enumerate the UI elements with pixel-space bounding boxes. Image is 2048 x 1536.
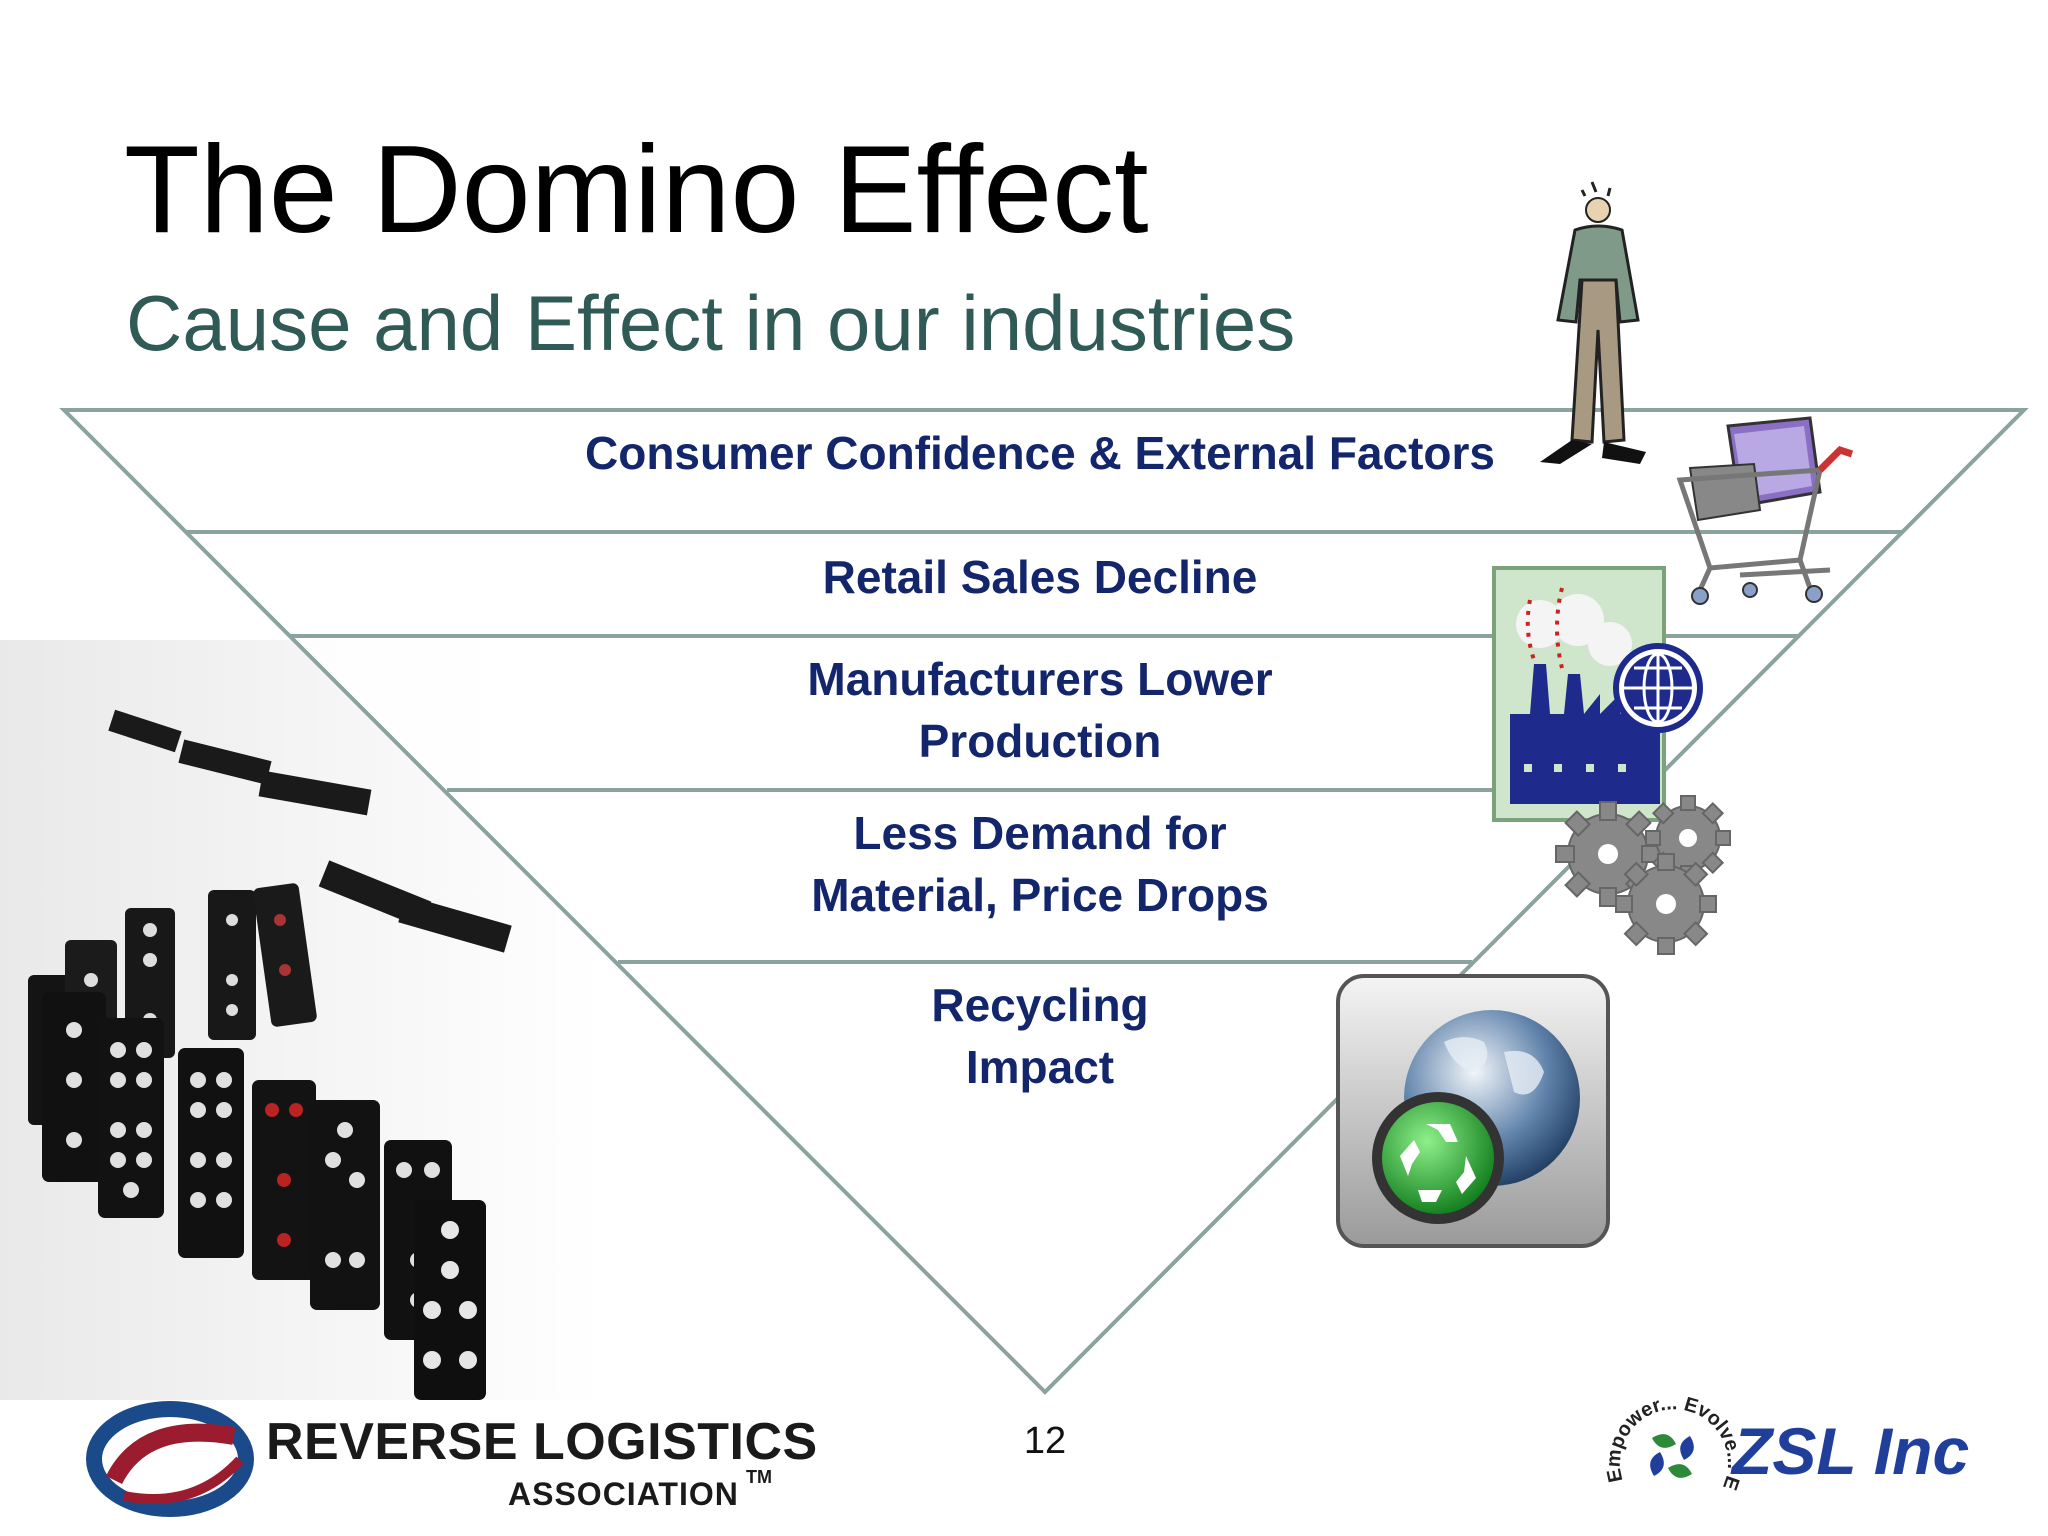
tier-label-line-1: Less Demand for bbox=[853, 807, 1227, 859]
svg-text:Empower... Evolve... Emerge...: Empower... Evolve... Emerge... bbox=[1604, 1378, 1740, 1493]
domino bbox=[253, 883, 317, 1027]
page-number: 12 bbox=[1023, 1420, 1067, 1462]
domino bbox=[98, 1018, 164, 1218]
tier-label-line-1: Manufacturers Lower bbox=[807, 653, 1273, 705]
tier-manufacturers: Manufacturers Lower Production bbox=[560, 648, 1520, 772]
shopping-cart-computer-icon bbox=[1676, 416, 1854, 605]
tier-label-line-2: Material, Price Drops bbox=[811, 869, 1269, 921]
recycling-globe-icon bbox=[1336, 974, 1610, 1248]
zsl-logo-name: ZSL Inc bbox=[1732, 1414, 1970, 1488]
worried-man-icon bbox=[1540, 181, 1646, 464]
tier-label-line-1: Recycling bbox=[931, 979, 1149, 1031]
tier-label-line-2: Production bbox=[918, 715, 1162, 767]
tier-consumer-confidence: Consumer Confidence & External Factors bbox=[560, 422, 1520, 484]
domino bbox=[310, 1100, 380, 1310]
slide-subtitle: Cause and Effect in our industries bbox=[126, 279, 1296, 367]
gears-icon bbox=[1555, 795, 1731, 955]
domino bbox=[42, 992, 106, 1182]
tier-retail-sales: Retail Sales Decline bbox=[560, 546, 1520, 608]
domino bbox=[178, 1048, 244, 1258]
rla-logo-name: REVERSE LOGISTICS bbox=[266, 1413, 818, 1471]
tier-label-line-2: Impact bbox=[965, 1041, 1115, 1093]
domino bbox=[252, 1080, 316, 1280]
tier-less-demand: Less Demand for Material, Price Drops bbox=[560, 802, 1520, 926]
slide-title: The Domino Effect bbox=[124, 121, 1149, 259]
tier-recycling: Recycling Impact bbox=[560, 974, 1520, 1098]
rla-swoosh-logo bbox=[86, 1401, 254, 1517]
zsl-tagline: Empower... Evolve... Emerge... bbox=[1604, 1378, 1740, 1493]
zsl-tagline-ring: Empower... Evolve... Emerge... bbox=[1604, 1378, 1740, 1493]
tier-label: Retail Sales Decline bbox=[822, 551, 1258, 603]
domino bbox=[414, 1200, 486, 1400]
tier-label: Consumer Confidence & External Factors bbox=[585, 427, 1495, 479]
factory-globe-icon bbox=[1492, 566, 1703, 822]
rla-logo-association: ASSOCIATION bbox=[508, 1476, 739, 1512]
rla-logo-trademark: TM bbox=[746, 1467, 772, 1487]
dominoes-image bbox=[0, 640, 600, 1400]
domino bbox=[208, 890, 256, 1040]
